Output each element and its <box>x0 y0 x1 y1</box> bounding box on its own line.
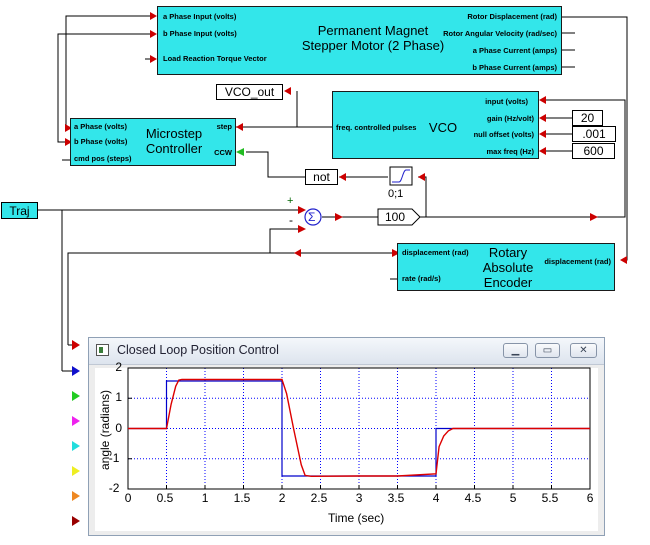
encoder-rate-output: rate (rad/s) <box>402 274 441 283</box>
x-tick-label: 4 <box>432 491 440 505</box>
plot-input-port-6[interactable] <box>72 466 80 476</box>
y-tick-label: -2 <box>108 481 120 495</box>
x-tick-label: 1 <box>201 491 209 505</box>
x-tick-label: 3 <box>355 491 363 505</box>
plot-input-port-2[interactable] <box>72 366 80 376</box>
gain-block-shape <box>377 208 421 226</box>
microstep-a-phase-output: a Phase (volts) <box>74 122 127 131</box>
vco-block[interactable]: freq. controlled pulses VCO input (volts… <box>332 91 539 159</box>
step-function-icon <box>392 169 410 183</box>
vco-max-freq-port: max freq (Hz) <box>486 147 534 156</box>
plot-client-area <box>95 368 598 531</box>
plot-input-port-7[interactable] <box>72 491 80 501</box>
y-tick-label: 2 <box>115 360 123 374</box>
microstep-b-phase-output: b Phase (volts) <box>74 137 128 146</box>
plot-window[interactable]: Closed Loop Position Control ▁ ▭ ✕ <box>88 337 605 536</box>
x-tick-label: 4.5 <box>464 491 482 505</box>
comparator-box <box>389 166 413 186</box>
vco-offset-constant[interactable]: .001 <box>572 126 616 142</box>
motor-b-phase-current-output: b Phase Current (amps) <box>472 63 557 72</box>
vco-input-port: input (volts) <box>485 97 528 106</box>
sum-plus-sign: + <box>287 195 294 207</box>
plot-input-port-8[interactable] <box>72 516 80 526</box>
vco-freq-pulses-output: freq. controlled pulses <box>336 123 417 132</box>
encoder-displacement-input: displacement (rad) <box>544 257 611 266</box>
vco-offset-port: null offset (volts) <box>473 130 534 139</box>
encoder-title-line2: Absolute <box>482 260 534 275</box>
plot-input-port-3[interactable] <box>72 391 80 401</box>
microstep-title: Microstep Controller <box>139 126 209 156</box>
not-block[interactable]: not <box>305 169 338 185</box>
x-tick-label: 1.5 <box>233 491 251 505</box>
x-tick-label: 2 <box>278 491 286 505</box>
x-tick-label: 2.5 <box>310 491 328 505</box>
motor-title: Permanent Magnet Stepper Motor (2 Phase) <box>278 23 468 53</box>
x-tick-label: 6 <box>586 491 594 505</box>
minimize-icon[interactable]: ▁ <box>503 343 528 358</box>
y-tick-label: -1 <box>108 450 120 465</box>
plot-input-port-4[interactable] <box>72 416 80 426</box>
x-tick-label: 0 <box>124 491 132 505</box>
vco-gain-constant[interactable]: 20 <box>572 110 603 126</box>
app-window-icon <box>96 344 109 356</box>
microstep-title-line2: Controller <box>145 141 203 156</box>
x-tick-label: 3.5 <box>387 491 405 505</box>
x-tick-label: 0.5 <box>156 491 174 505</box>
motor-title-line2: Stepper Motor (2 Phase) <box>301 38 445 53</box>
encoder-displacement-output: displacement (rad) <box>402 248 469 257</box>
gain-value: 100 <box>385 210 406 224</box>
motor-rotor-displacement-output: Rotor Displacement (rad) <box>467 12 557 21</box>
motor-b-phase-input: b Phase Input (volts) <box>163 29 237 38</box>
microstep-step-input: step <box>216 122 232 131</box>
y-tick-label: 1 <box>115 390 123 405</box>
x-tick-label: 5.5 <box>541 491 559 505</box>
stepper-motor-block[interactable]: a Phase Input (volts) b Phase Input (vol… <box>157 6 562 75</box>
comparator-label: 0;1 <box>388 188 404 200</box>
series-line-command <box>128 380 590 477</box>
microstep-controller-block[interactable]: a Phase (volts) b Phase (volts) cmd pos … <box>70 118 236 166</box>
vco-title: VCO <box>428 120 458 135</box>
encoder-title-line3: Encoder <box>483 275 533 290</box>
plot-input-port-5[interactable] <box>72 441 80 451</box>
motor-title-line1: Permanent Magnet <box>317 23 429 38</box>
plot-window-titlebar[interactable]: Closed Loop Position Control ▁ ▭ ✕ <box>89 338 604 365</box>
vco-max-freq-constant[interactable]: 600 <box>572 143 615 159</box>
encoder-title-line1: Rotary <box>488 245 528 260</box>
rotary-encoder-block[interactable]: displacement (rad) rate (rad/s) Rotary A… <box>397 243 615 291</box>
traj-block[interactable]: Traj <box>1 202 38 219</box>
motor-a-phase-current-output: a Phase Current (amps) <box>472 46 557 55</box>
motor-a-phase-input: a Phase Input (volts) <box>163 12 237 21</box>
series-line-response <box>128 378 590 477</box>
sum-minus-sign: - <box>289 213 293 227</box>
vco-gain-port: gain (Hz/volt) <box>486 114 534 123</box>
motor-angular-velocity-output: Rotor Angular Velocity (rad/sec) <box>443 29 557 38</box>
plot-window-title: Closed Loop Position Control <box>117 343 279 357</box>
close-icon[interactable]: ✕ <box>570 343 597 358</box>
plot-input-port-1[interactable] <box>72 340 80 350</box>
microstep-title-line1: Microstep <box>145 126 203 141</box>
maximize-icon[interactable]: ▭ <box>535 343 560 358</box>
y-tick-label: 0 <box>115 420 123 435</box>
vco-out-label-box[interactable]: VCO_out <box>216 84 283 100</box>
sum-junction-icon <box>304 208 322 226</box>
microstep-ccw-input: CCW <box>214 148 232 157</box>
microstep-cmd-pos-input: cmd pos (steps) <box>74 154 132 163</box>
x-tick-label: 5 <box>509 491 517 505</box>
encoder-title: Rotary Absolute Encoder <box>473 245 543 290</box>
motor-load-torque-input: Load Reaction Torque Vector <box>163 54 267 63</box>
x-axis-label: Time (sec) <box>328 511 385 525</box>
svg-text:Σ: Σ <box>308 210 315 224</box>
